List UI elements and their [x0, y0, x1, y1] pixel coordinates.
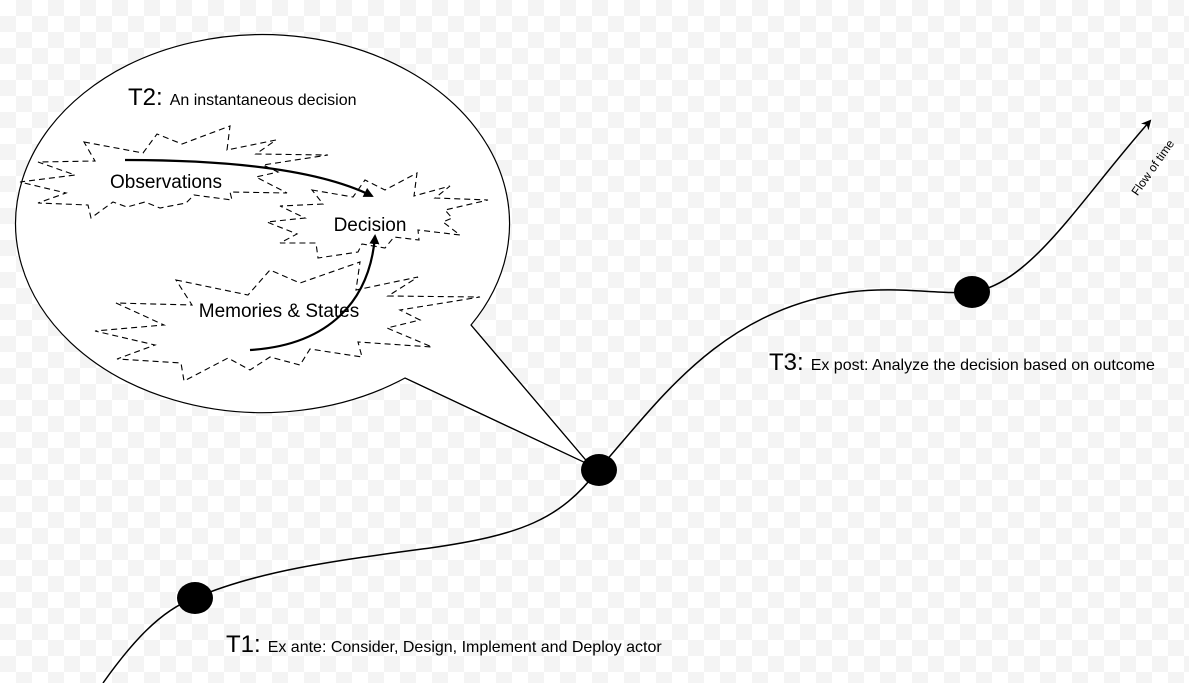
observations-burst — [19, 125, 329, 219]
flow-of-time-label: Flow of time — [1129, 137, 1178, 198]
t2-title: An instantaneous decision — [170, 92, 357, 109]
t3-label: T3: Ex post: Analyze the decision based o… — [769, 349, 1155, 376]
t3-tag: T3: — [769, 349, 804, 376]
memories-burst — [94, 261, 481, 382]
t1-point — [177, 582, 213, 614]
observations-to-decision-arrow — [124, 158, 374, 197]
decision-label: Decision — [334, 215, 407, 236]
t3-text: Ex post: Analyze the decision based on o… — [811, 357, 1155, 374]
memories-states-label: Memories & States — [199, 301, 360, 322]
t3-point — [954, 276, 990, 308]
memories-to-decision-arrow — [249, 234, 380, 352]
t2-tag: T2: — [128, 84, 163, 111]
t1-text: Ex ante: Consider, Design, Implement and… — [268, 639, 663, 656]
t1-label: T1: Ex ante: Consider, Design, Implement … — [226, 631, 662, 658]
decision-burst — [266, 172, 489, 259]
observations-label: Observations — [110, 172, 222, 193]
t1-tag: T1: — [226, 631, 261, 658]
t2-point — [581, 454, 617, 486]
thought-bubble — [15, 34, 591, 466]
t2-label: T2: An instantaneous decision — [128, 84, 356, 111]
